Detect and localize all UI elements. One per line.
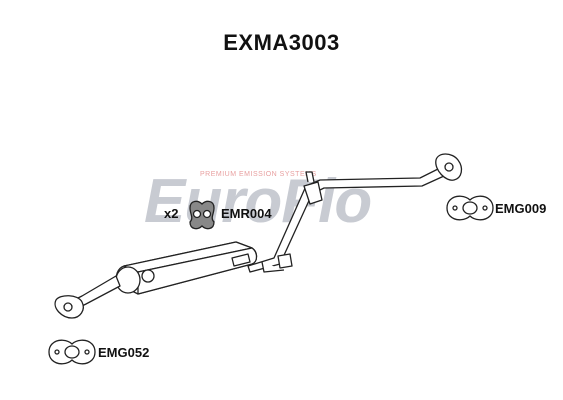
euroflo-watermark: EuroFlo PREMIUM EMISSION SYSTEMS xyxy=(144,167,372,236)
gasket-icon xyxy=(48,339,96,365)
gasket-icon xyxy=(446,195,494,221)
part-number-title: EXMA3003 xyxy=(223,30,340,55)
rubber-hanger-icon xyxy=(189,200,215,230)
exhaust-pipe-front xyxy=(54,275,121,319)
rear-gasket-code: EMG009 xyxy=(495,201,547,216)
silencer-box xyxy=(115,241,258,295)
front-gasket-code: EMG052 xyxy=(98,345,150,360)
exhaust-pipe-rear xyxy=(247,153,463,273)
watermark-logo-text: EuroFlo xyxy=(144,167,371,236)
watermark-tagline: PREMIUM EMISSION SYSTEMS xyxy=(200,171,317,178)
rubber-mount-code: EMR004 xyxy=(221,206,272,221)
rubber-mount-quantity: x2 xyxy=(164,206,179,221)
